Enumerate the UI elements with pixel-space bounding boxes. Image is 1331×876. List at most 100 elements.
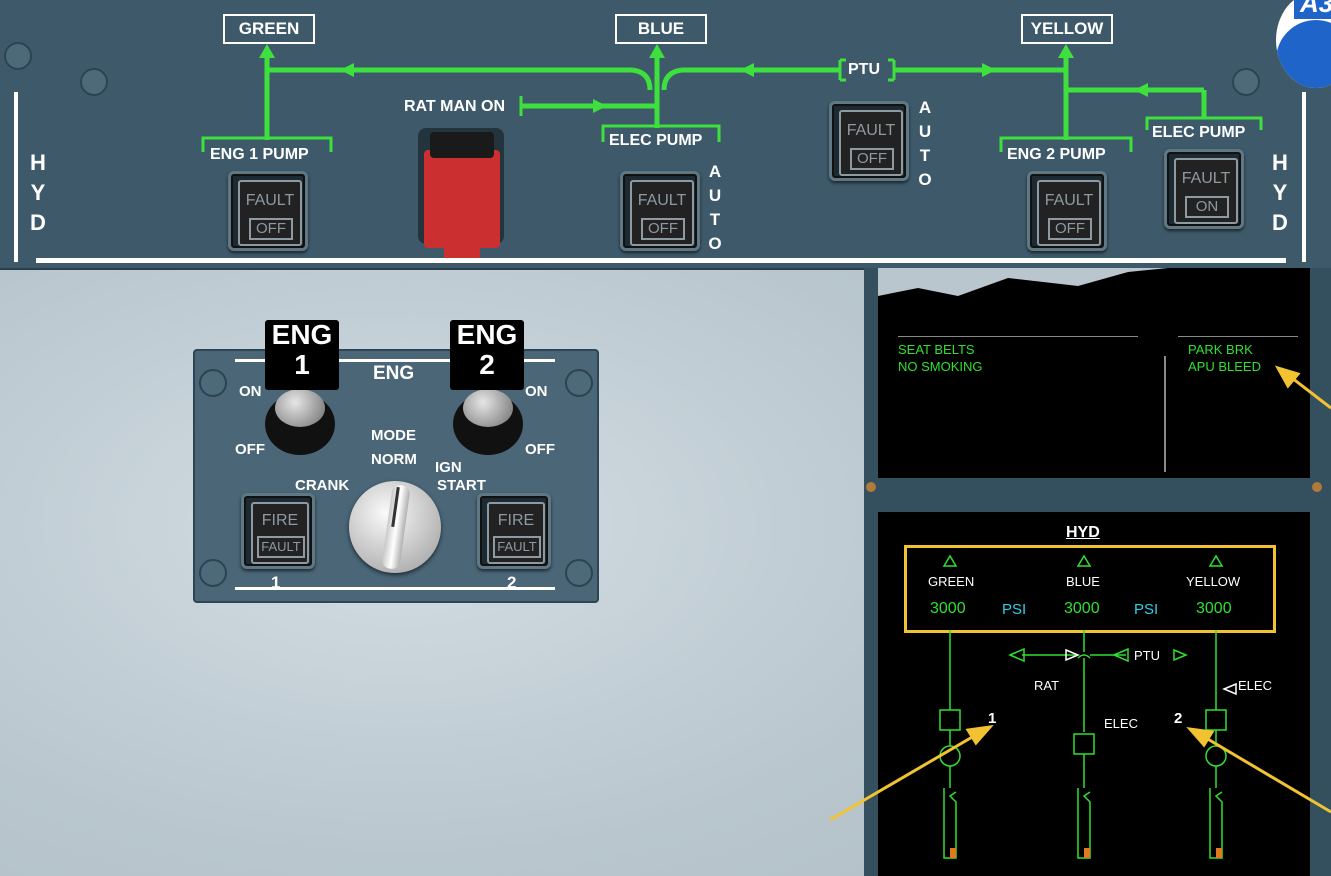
screw-icon [199,369,227,397]
sd-hyd-title: HYD [1066,524,1100,541]
fire-indicator: FIRE [497,512,535,529]
rat-guard-hinge [430,132,494,158]
ptu-button[interactable]: FAULT OFF [829,101,909,181]
ecam-displays: SEAT BELTS NO SMOKING PARK BRK APU BLEED… [864,268,1331,876]
fault-indicator: FAULT [846,122,896,139]
eng1-pump-label: ENG 1 PUMP [210,146,309,163]
rat-guard-tab [444,244,480,258]
panel-frame-bottom [36,258,1286,263]
psi-unit: PSI [1134,601,1159,618]
fault-indicator: FAULT [257,536,305,558]
eng1-tag-line1: ENG [271,319,333,350]
panel-frame-left [14,92,18,262]
yellow-system-name: YELLOW [1186,574,1241,589]
crank-label: CRANK [295,477,350,494]
memo-no-smoking: NO SMOKING [898,359,983,374]
eng1-on-label: ON [239,383,262,400]
screw-icon [4,42,32,70]
memo-divider [1178,336,1298,337]
sd-rat-label: RAT [1034,678,1060,693]
eng2-number: 2 [507,573,517,592]
blue-system-name: BLUE [1066,574,1100,589]
rat-man-on-label: RAT MAN ON [404,98,506,115]
eng2-on-label: ON [525,383,548,400]
eng2-tag-line2: 2 [479,349,495,380]
state-indicator: ON [1185,196,1229,218]
torn-edge [878,268,1310,318]
memo-divider [898,336,1138,337]
blue-pressure: 3000 [1064,600,1100,617]
memo-vertical-divider [1164,356,1166,472]
sd-hyd-screen: HYD [878,512,1310,876]
start-label: START [437,477,486,494]
rat-man-on-guard[interactable] [424,150,500,248]
state-indicator: OFF [850,148,894,170]
state-indicator: OFF [1048,218,1092,240]
state-indicator: OFF [249,218,293,240]
hyd-flow-lines [201,44,1263,152]
memo-park-brk: PARK BRK [1188,342,1253,357]
green-system-label: GREEN [223,14,315,44]
fault-indicator: FAULT [493,536,541,558]
yellow-elec-pump-label: ELEC PUMP [1152,124,1246,141]
fire-indicator: FIRE [261,512,299,529]
eng-panel-title: ENG [373,363,415,384]
eng1-master-switch[interactable] [275,389,325,427]
panel-frame-bottom [235,587,555,590]
sd-pump2-label: 2 [1174,710,1183,727]
eng1-tag-line2: 1 [294,349,310,380]
sd-yellow-elec-label: ELEC [1238,678,1272,693]
screw-icon [565,369,593,397]
yellow-pressure: 3000 [1196,600,1232,617]
yellow-elec-pump-button[interactable]: FAULT ON [1164,149,1244,229]
panel-frame-top [235,359,555,362]
eng1-tag: ENG 1 [265,320,339,390]
blue-elec-pump-label: ELEC PUMP [609,132,703,149]
eng2-pump-label: ENG 2 PUMP [1007,146,1106,163]
panel-frame-right [1302,92,1306,262]
sd-blue-elec-label: ELEC [1104,716,1138,731]
eng2-fire-fault-indicator: FIRE FAULT [477,493,551,569]
memo-seat-belts: SEAT BELTS [898,342,975,357]
ign-label: IGN [435,459,462,476]
eng2-pump-button[interactable]: FAULT OFF [1027,171,1107,251]
sd-pump1-label: 1 [988,710,997,727]
screw-icon [80,68,108,96]
hyd-schematic [939,554,1237,859]
eng1-pump-button[interactable]: FAULT OFF [228,171,308,251]
fault-indicator: FAULT [1181,170,1231,187]
pressure-highlight-box [904,545,1276,633]
eng1-off-label: OFF [235,441,265,458]
sd-ptu-label: PTU [1134,648,1160,663]
eng2-off-label: OFF [525,441,555,458]
screw-icon [565,559,593,587]
mode-label: MODE [371,427,416,444]
badge-text: A3 [1294,0,1331,19]
green-pressure: 3000 [930,600,966,617]
mode-selector-knob[interactable] [349,481,441,573]
norm-label: NORM [371,451,417,468]
aircraft-badge: A3 [1276,0,1331,88]
engine-master-panel: ENG ON OFF ON OFF MODE NORM CRANK IGN ST… [193,349,599,603]
eng1-fire-fault-indicator: FIRE FAULT [241,493,315,569]
psi-unit: PSI [1002,601,1027,618]
fault-indicator: FAULT [1044,192,1094,209]
screw-icon [866,482,876,492]
blue-system-label: BLUE [615,14,707,44]
screw-icon [199,559,227,587]
screw-icon [1232,68,1260,96]
eng2-master-switch[interactable] [463,389,513,427]
fault-indicator: FAULT [245,192,295,209]
ewd-screen: SEAT BELTS NO SMOKING PARK BRK APU BLEED [878,268,1310,478]
eng2-tag: ENG 2 [450,320,524,390]
blue-elec-pump-button[interactable]: FAULT OFF [620,171,700,251]
screw-icon [1312,482,1322,492]
fault-indicator: FAULT [637,192,687,209]
yellow-system-label: YELLOW [1021,14,1113,44]
memo-apu-bleed: APU BLEED [1188,359,1261,374]
eng2-tag-line1: ENG [456,319,518,350]
